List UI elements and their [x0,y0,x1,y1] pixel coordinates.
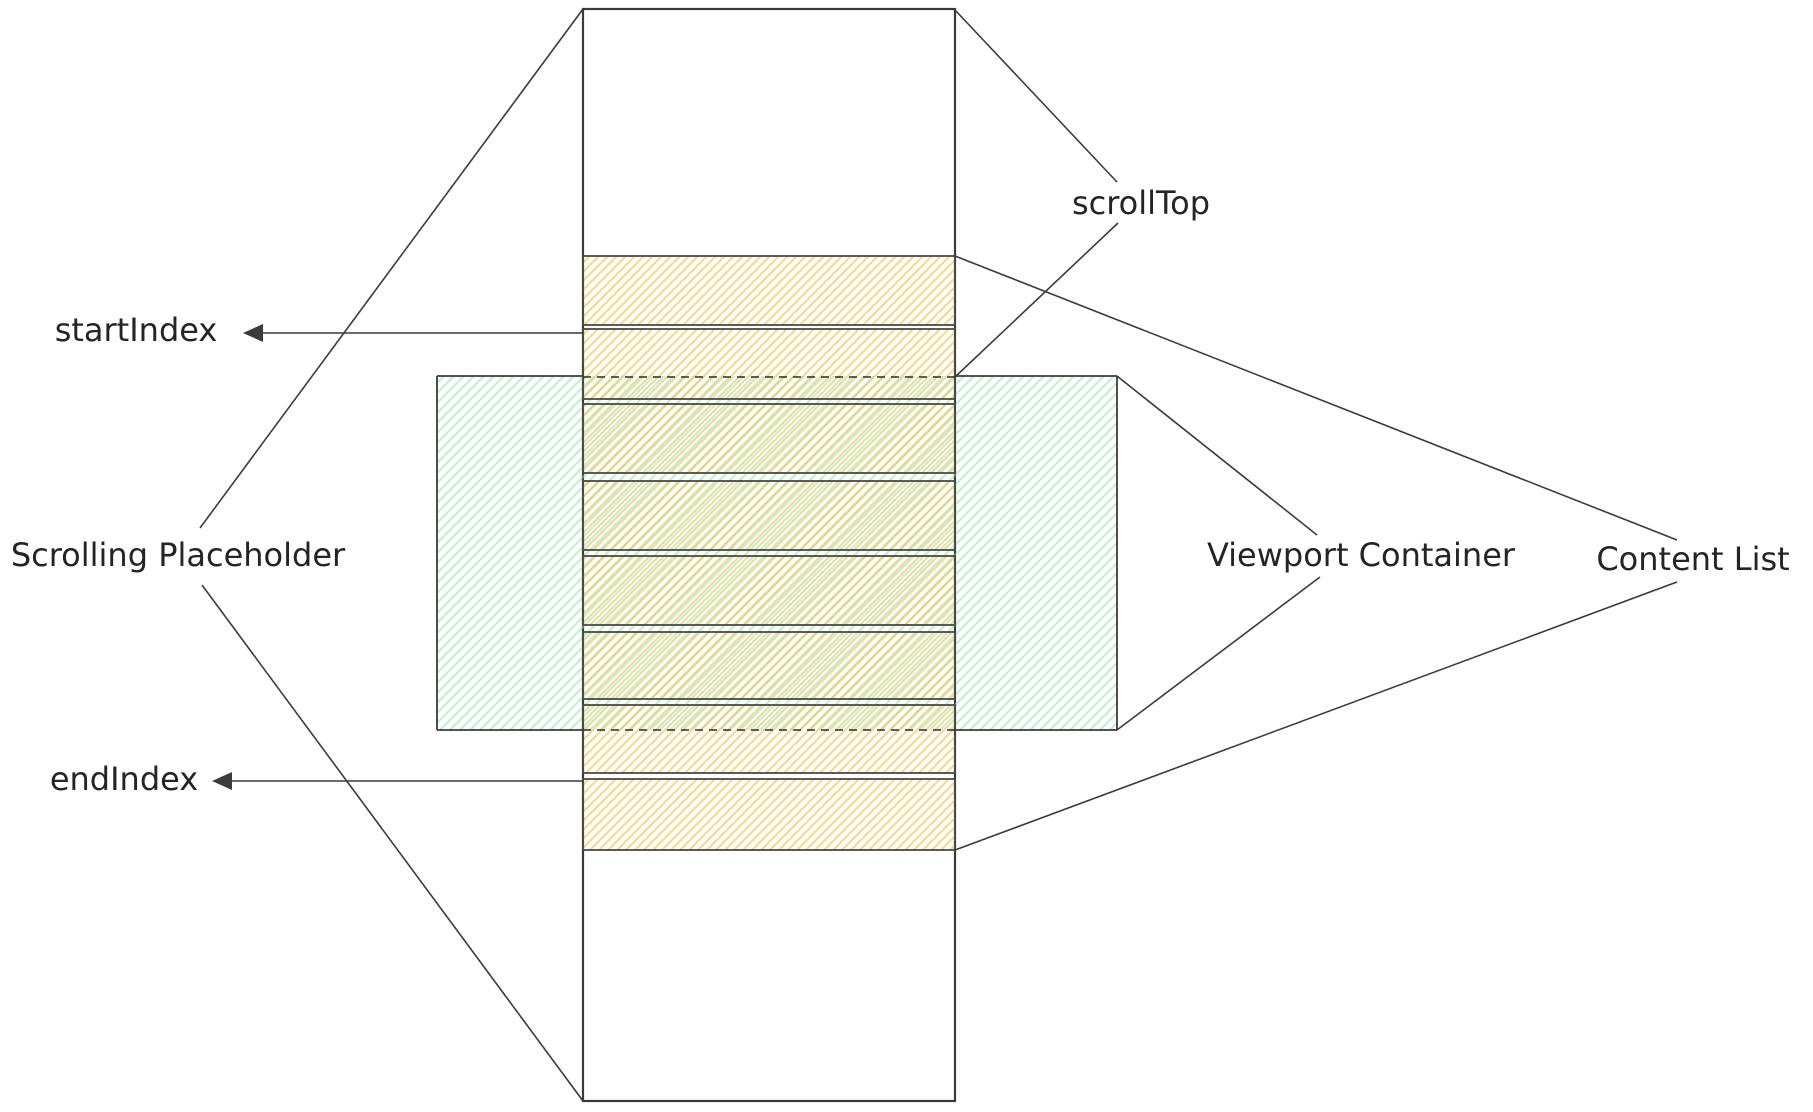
scrolltop-top-connector [954,9,1118,183]
viewport-label-bottom-connector [1116,576,1321,731]
list-item-bar-3 [582,403,956,474]
scrolling-placeholder-label: Scrolling Placeholder [11,536,346,574]
scrolltop-bottom-connector [954,222,1119,378]
start-index-label: startIndex [55,311,218,349]
list-item-bar-6 [582,631,956,700]
list-item-bar-7 [582,704,956,774]
list-item-bar-5 [582,555,956,626]
end-index-arrowhead-icon [212,772,232,790]
content-list-label: Content List [1596,540,1789,578]
placeholder-bottom-connector [201,584,584,1102]
contentlist-label-top-connector [954,255,1678,541]
start-index-arrowhead-icon [243,324,263,342]
contentlist-label-bottom-connector [954,581,1678,851]
list-item-bar-1 [582,255,956,326]
placeholder-top-connector [199,8,584,529]
viewport-container-border [436,375,1118,731]
list-item-bar-8 [582,778,956,851]
scrolltop-label: scrollTop [1072,184,1210,222]
end-index-label: endIndex [50,760,198,798]
list-item-bar-4 [582,480,956,551]
list-item-bar-2 [582,328,956,400]
viewport-label-top-connector [1116,375,1318,536]
viewport-container-label: Viewport Container [1207,536,1516,574]
rendered-items-group [582,255,956,851]
